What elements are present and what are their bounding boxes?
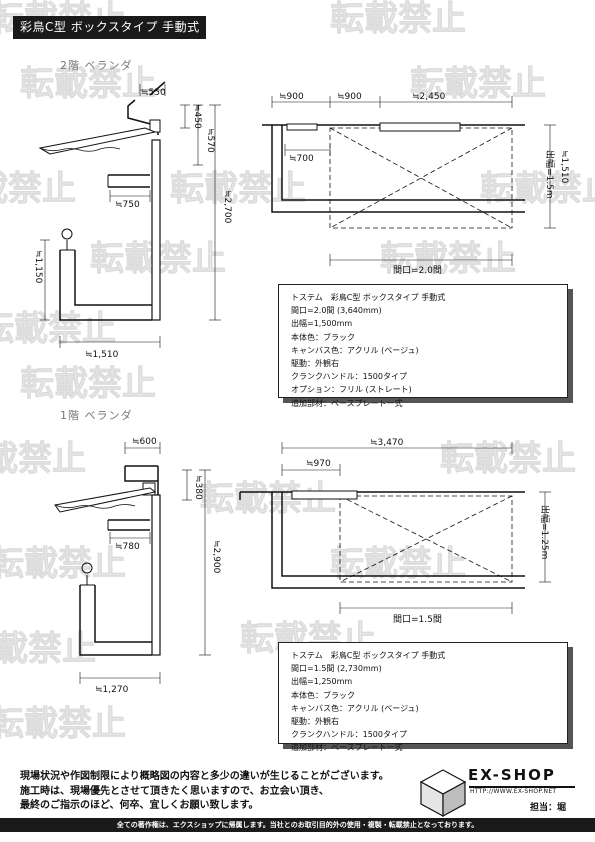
- notice-line: 施工時は、現場優先とさせて頂きたく思いますので、お立会い頂き、: [20, 785, 329, 797]
- brand-name: EX-SHOP: [468, 766, 556, 784]
- brand-url: HTTP://WWW.EX-SHOP.NET: [470, 788, 557, 795]
- spec-line: 出幅=1,500mm: [291, 319, 353, 329]
- person-in-charge: 担当：堀: [530, 803, 567, 813]
- floor2-dim-1150: ≒1,150: [33, 250, 43, 284]
- floor1-plan-view: [239, 490, 525, 589]
- floor2-dim-2700: ≒2,700: [222, 190, 232, 224]
- spec-line: 間口=2.0間 (3,640mm): [291, 306, 382, 316]
- notice-line: 現場状況や作図制限により概略図の内容と多少の違いが生じることがございます。: [20, 771, 389, 782]
- floor2-spec-box: トステム 彩鳥C型 ボックスタイプ 手動式 間口=2.0間 (3,640mm) …: [278, 284, 568, 408]
- spec-line: 出幅=1,250mm: [291, 677, 353, 687]
- floor2-side-dim-lines: [40, 84, 221, 348]
- spec-line: 追加部材：ベースプレート一式: [291, 743, 403, 753]
- floor1-spec-box: トステム 彩鳥C型 ボックスタイプ 手動式 間口=1.5間 (2,730mm) …: [278, 642, 568, 752]
- spec-line: トステム 彩鳥C型 ボックスタイプ 手動式: [291, 293, 446, 302]
- notice-line: 最終のご指示のほど、何卒、宜しくお願い致します。: [20, 800, 259, 811]
- spec-line: 本体色：ブラック: [291, 332, 355, 342]
- floor2-plan-dim-2450: ≒2,450: [412, 92, 446, 102]
- floor2-plan-view: [262, 122, 525, 229]
- floor2-depth-label: 出幅=1.5m: [544, 150, 556, 199]
- floor2-dim-450: ≒450: [192, 104, 202, 129]
- floor1-side-dim-lines: [79, 442, 211, 684]
- spec-line: オプション：フリル (ストレート): [291, 385, 412, 395]
- floor2-dim-750: ≒750: [115, 200, 140, 210]
- floor2-plan-dim-700: ≒700: [289, 154, 314, 164]
- spec-line: 追加部材：ベースプレート一式: [291, 398, 403, 408]
- spec-line: 駆動：外観右: [291, 359, 339, 369]
- spec-line: クランクハンドル：1500タイプ: [291, 730, 407, 740]
- floor1-width-label: 間口=1.5間: [393, 614, 442, 625]
- floor2-plan-dim-lines: [271, 96, 556, 266]
- floor2-side-view: [38, 81, 166, 321]
- spec-line: キャンバス色：アクリル (ベージュ): [291, 345, 419, 355]
- ex-shop-logo-icon: [419, 769, 575, 818]
- site-notice: 現場状況や作図制限により概略図の内容と多少の違いが生じることがございます。 施工…: [20, 770, 389, 814]
- floor2-dim-1510-side: ≒1,510: [85, 350, 119, 360]
- spec-line: クランクハンドル：1500タイプ: [291, 372, 407, 382]
- floor2-dim-570: ≒570: [205, 128, 215, 153]
- spec-line: 駆動：外観右: [291, 717, 339, 727]
- floor1-side-view: [54, 465, 161, 656]
- floor1-depth-label: 出幅=1.25m: [539, 505, 551, 559]
- floor1-dim-380: ≒380: [193, 475, 203, 500]
- spec-line: 本体色：ブラック: [291, 690, 355, 700]
- spec-line: 間口=1.5間 (2,730mm): [291, 664, 382, 674]
- floor1-dim-600: ≒600: [132, 437, 157, 447]
- spec-line: トステム 彩鳥C型 ボックスタイプ 手動式: [291, 651, 446, 660]
- floor2-plan-dim-900a: ≒900: [279, 92, 304, 102]
- floor2-plan-dim-1510: ≒1,510: [559, 150, 569, 184]
- floor1-plan-dim-lines: [281, 442, 551, 614]
- floor1-dim-1270: ≒1,270: [95, 685, 129, 695]
- spec-line: キャンバス色：アクリル (ベージュ): [291, 703, 419, 713]
- floor2-dim-550: ≒550: [141, 88, 166, 98]
- floor2-plan-dim-900b: ≒900: [337, 92, 362, 102]
- page-title: 彩鳥C型 ボックスタイプ 手動式: [13, 16, 206, 39]
- floor1-dim-780: ≒780: [115, 542, 140, 552]
- floor1-label: 1階 ベランダ: [60, 409, 133, 422]
- floor2-width-label: 間口=2.0間: [393, 265, 442, 276]
- floor1-plan-dim-3470: ≒3,470: [370, 438, 404, 448]
- floor2-label: 2階 ベランダ: [60, 59, 133, 72]
- floor1-plan-dim-970: ≒970: [306, 459, 331, 469]
- copyright-footer: 全ての著作権は、エクスショップに帰属します。当社とのお取引目的外の使用・複製・転…: [0, 818, 595, 832]
- floor1-dim-2900: ≒2,900: [211, 540, 221, 574]
